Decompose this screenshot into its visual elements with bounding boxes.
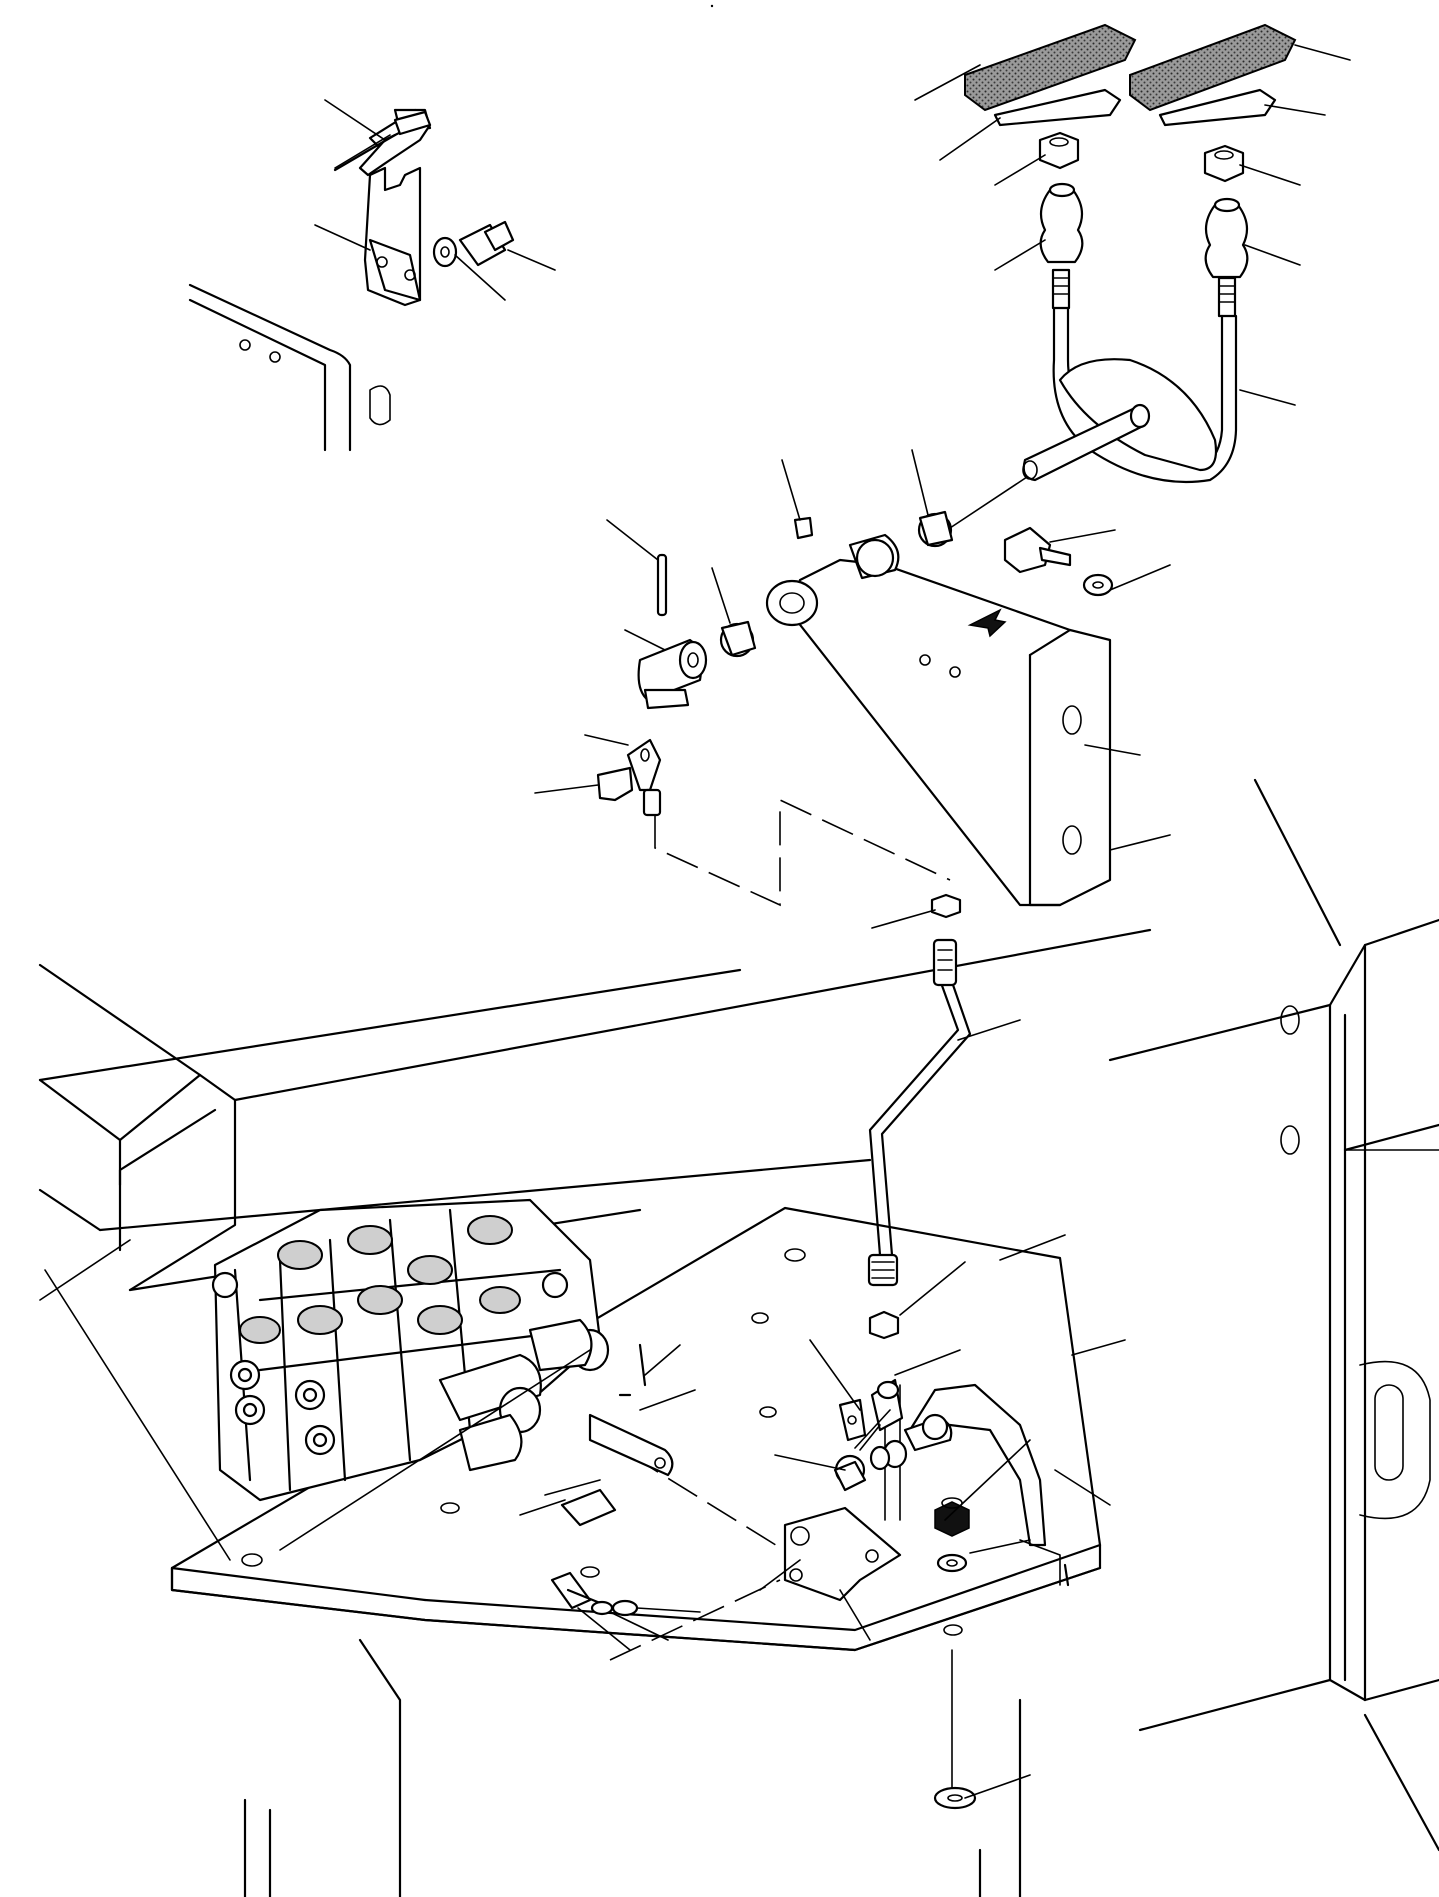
linkage-dashed-lines (589, 798, 953, 1791)
switch-bracket (188, 110, 515, 452)
pedal-u-rod (1022, 306, 1238, 484)
pedal-bracket (719, 474, 1114, 907)
lower-linkage (550, 1343, 1070, 1810)
control-valve (211, 1198, 610, 1502)
callout-leaders (39, 44, 1351, 1799)
stray-mark (710, 4, 714, 8)
machine-frame (38, 778, 1439, 1897)
pedal-right (1129, 23, 1297, 318)
linkage-rod (867, 893, 972, 1340)
pedal-left (964, 23, 1137, 310)
